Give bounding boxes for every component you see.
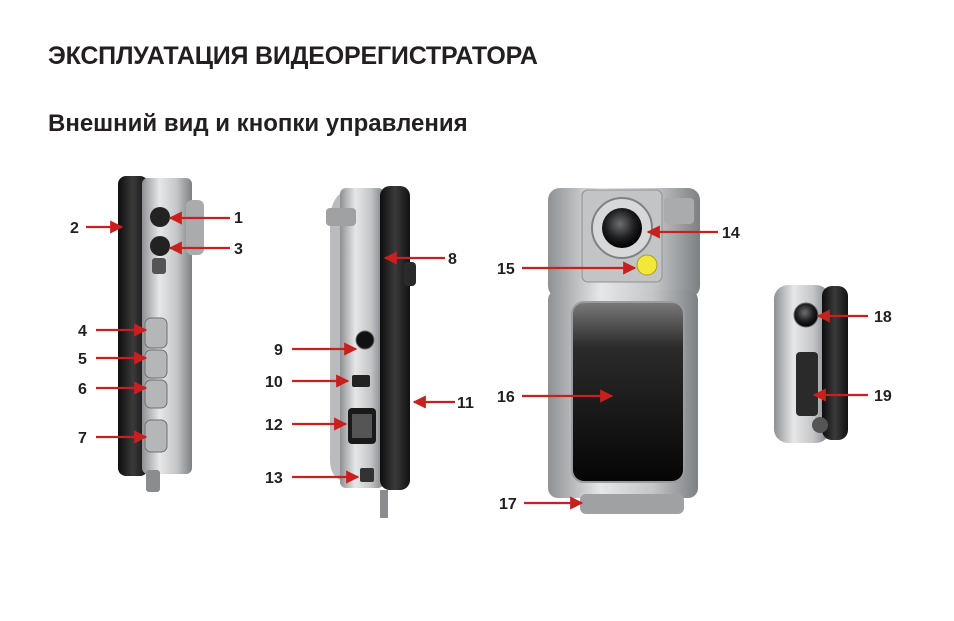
callout-4: 4: [78, 323, 87, 340]
device-front: [548, 188, 700, 514]
callout-9: 9: [274, 342, 283, 359]
callout-15: 15: [497, 261, 515, 278]
device-side-ports: [326, 186, 416, 518]
device-end: [774, 285, 848, 443]
callout-10: 10: [265, 374, 283, 391]
callout-18: 18: [874, 309, 892, 326]
page-title: ЭКСПЛУАТАЦИЯ ВИДЕОРЕГИСТРАТОРА: [48, 42, 538, 70]
callout-2: 2: [70, 220, 79, 237]
device-side-left: [118, 176, 204, 492]
callout-12: 12: [265, 417, 283, 434]
callout-11: 11: [457, 395, 474, 412]
callout-19: 19: [874, 388, 892, 405]
callout-3: 3: [234, 241, 243, 258]
callout-6: 6: [78, 381, 87, 398]
callout-arrows: [86, 211, 868, 510]
callout-14: 14: [722, 225, 740, 242]
callout-17: 17: [499, 496, 517, 513]
callout-8: 8: [448, 251, 457, 268]
callout-16: 16: [497, 389, 515, 406]
callout-7: 7: [78, 430, 87, 447]
callout-1: 1: [234, 210, 243, 227]
callout-5: 5: [78, 351, 87, 368]
section-subtitle: Внешний вид и кнопки управления: [48, 110, 468, 137]
callout-13: 13: [265, 470, 283, 487]
